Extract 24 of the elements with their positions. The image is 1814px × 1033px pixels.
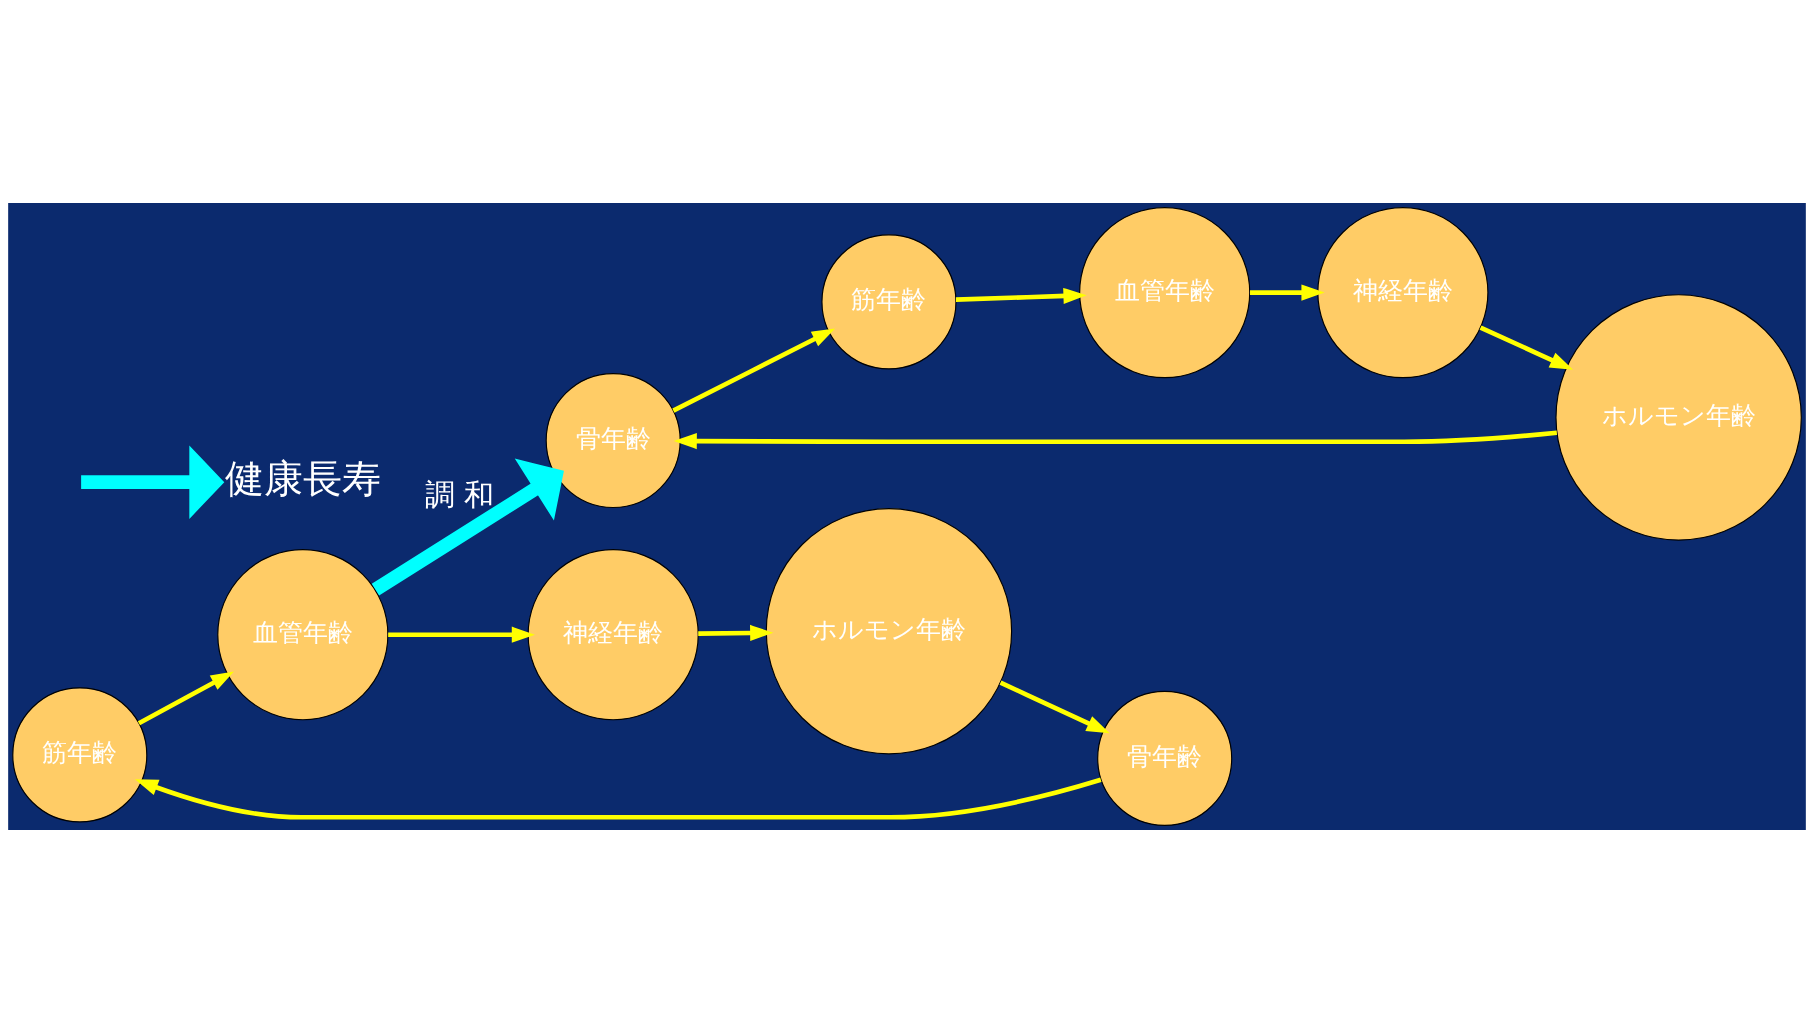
node-circle: 神経年齢: [1317, 207, 1489, 379]
node-circle: 血管年齢: [217, 549, 389, 721]
arrow: [81, 445, 225, 519]
arrow: [698, 624, 774, 642]
arrow: [999, 680, 1110, 734]
arrow: [371, 458, 564, 596]
arrow: [673, 430, 1558, 450]
node-circle: 筋年齢: [12, 687, 148, 823]
node-circle: 骨年齢: [1097, 690, 1233, 826]
node-circle: 血管年齢: [1079, 207, 1251, 379]
node-circle: ホルモン年齢: [1555, 294, 1802, 541]
arrow: [1250, 284, 1325, 301]
arrow: [137, 671, 234, 726]
node-circle: 骨年齢: [545, 372, 681, 509]
node-circle: 神経年齢: [527, 549, 699, 721]
arrow: [1479, 325, 1574, 370]
node-circle: ホルモン年齢: [765, 508, 1013, 755]
arrow: [388, 626, 535, 643]
edge-label: 調 和: [424, 477, 495, 513]
arrow: [134, 777, 1102, 820]
node-circle: 筋年齢: [821, 234, 957, 370]
arrow: [672, 328, 836, 413]
node-text: 健康長寿: [224, 456, 381, 502]
arrow: [955, 287, 1087, 305]
